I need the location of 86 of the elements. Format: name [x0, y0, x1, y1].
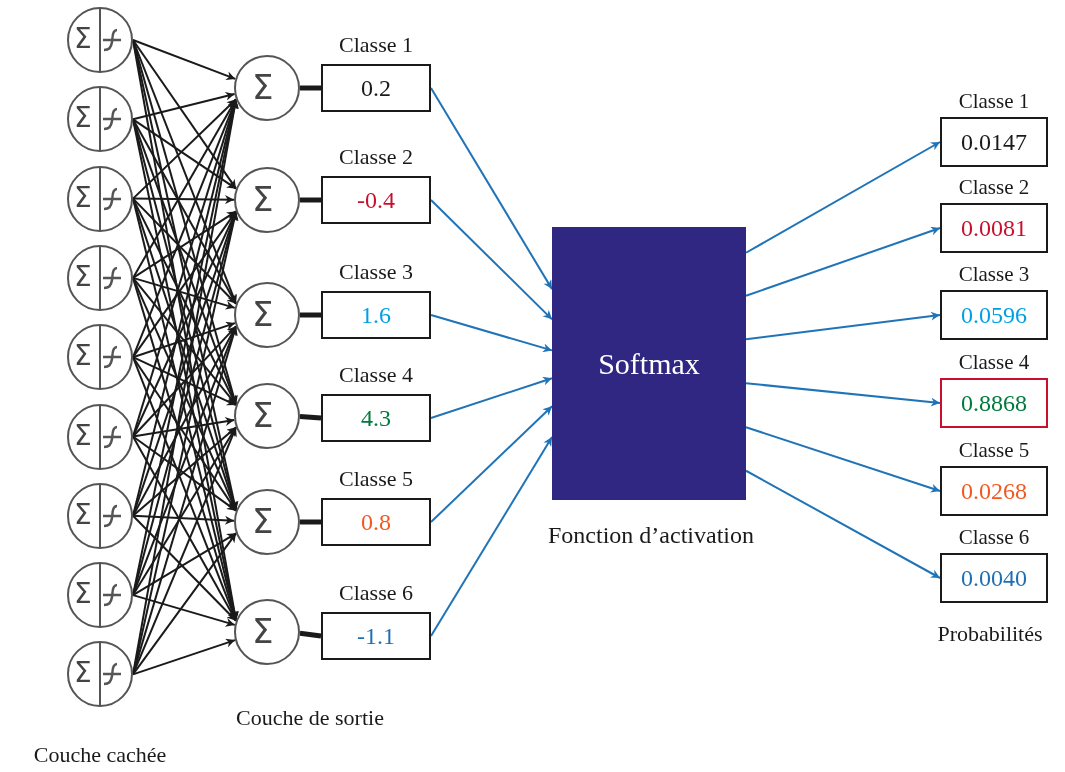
sum-symbol: Σ — [74, 104, 92, 133]
sum-symbol: Σ — [252, 504, 274, 538]
sum-symbol: Σ — [74, 659, 92, 688]
arrow — [430, 314, 553, 353]
class-label: Classe 1 — [957, 91, 1031, 112]
layer-label: Probabilités — [937, 623, 1043, 645]
value-box: 1.6 — [321, 291, 431, 339]
layer-label: Couche cachée — [33, 744, 167, 766]
arrow — [430, 87, 553, 291]
sum-symbol: Σ — [252, 398, 274, 432]
arrow — [132, 39, 237, 190]
arrow — [132, 276, 236, 310]
arrow — [430, 376, 553, 419]
sum-symbol: Σ — [74, 262, 92, 291]
arrow — [132, 638, 236, 676]
class-label: Classe 6 — [957, 527, 1031, 548]
value-box: 0.0147 — [940, 117, 1048, 167]
arrow — [132, 532, 237, 676]
arrow — [132, 118, 237, 190]
value-box: 0.8 — [321, 498, 431, 546]
softmax-box — [552, 227, 746, 500]
arrow — [132, 514, 235, 525]
arrow — [745, 141, 941, 254]
value-box: -0.4 — [321, 176, 431, 224]
value-box: 0.0081 — [940, 203, 1048, 253]
class-label: Classe 3 — [957, 264, 1031, 285]
layer-label: Fonction d’activation — [548, 523, 754, 547]
arrow — [132, 321, 236, 359]
arrow — [132, 98, 237, 279]
layer-label: Couche de sortie — [236, 707, 384, 729]
arrow — [132, 594, 236, 627]
arrow — [132, 210, 237, 279]
arrow — [132, 435, 237, 512]
arrow — [745, 226, 941, 297]
arrow — [745, 311, 941, 341]
sum-symbol: Σ — [74, 421, 92, 450]
arrow — [132, 197, 237, 305]
arrow — [132, 98, 237, 200]
arrow — [132, 426, 237, 517]
connector-line — [300, 312, 321, 318]
sum-symbol: Σ — [74, 580, 92, 609]
sum-symbol: Σ — [74, 500, 92, 529]
sum-symbol: Σ — [252, 70, 274, 104]
arrow — [430, 199, 553, 321]
sum-symbol: Σ — [252, 297, 274, 331]
connector-line — [299, 414, 322, 421]
arrow — [430, 436, 553, 637]
arrow — [745, 382, 941, 407]
value-box: 0.0040 — [940, 553, 1048, 603]
sum-symbol: Σ — [252, 182, 274, 216]
class-label: Classe 2 — [957, 177, 1031, 198]
arrow — [132, 39, 237, 80]
class-label: Classe 2 — [338, 146, 414, 168]
connector-line — [300, 519, 321, 525]
value-box: 0.0596 — [940, 290, 1048, 340]
arrow — [745, 469, 941, 579]
connector-line — [300, 197, 321, 203]
class-label: Classe 5 — [957, 440, 1031, 461]
class-label: Classe 5 — [338, 468, 414, 490]
class-label: Classe 1 — [338, 34, 414, 56]
arrow — [745, 426, 941, 493]
class-label: Classe 4 — [957, 352, 1031, 373]
class-label: Classe 3 — [338, 261, 414, 283]
connector-line — [300, 85, 321, 91]
sum-symbol: Σ — [252, 614, 274, 648]
connector-line — [299, 630, 322, 639]
arrow — [132, 417, 236, 438]
sum-symbol: Σ — [74, 342, 92, 371]
function-label: Softmax — [598, 346, 700, 381]
arrow — [132, 356, 237, 407]
class-label: Classe 4 — [338, 364, 414, 386]
arrow — [132, 91, 236, 121]
arrow — [132, 325, 237, 438]
arrow — [132, 435, 237, 622]
arrow — [132, 514, 237, 622]
sum-symbol: Σ — [74, 25, 92, 53]
value-box: 4.3 — [321, 394, 431, 442]
value-box: 0.8868 — [940, 378, 1048, 428]
class-label: Classe 6 — [338, 582, 414, 604]
arrow — [132, 195, 235, 205]
value-box: 0.0268 — [940, 466, 1048, 516]
arrow — [132, 532, 237, 597]
value-box: -1.1 — [321, 612, 431, 660]
value-box: 0.2 — [321, 64, 431, 112]
arrow — [430, 405, 553, 523]
sum-symbol: Σ — [74, 183, 92, 212]
